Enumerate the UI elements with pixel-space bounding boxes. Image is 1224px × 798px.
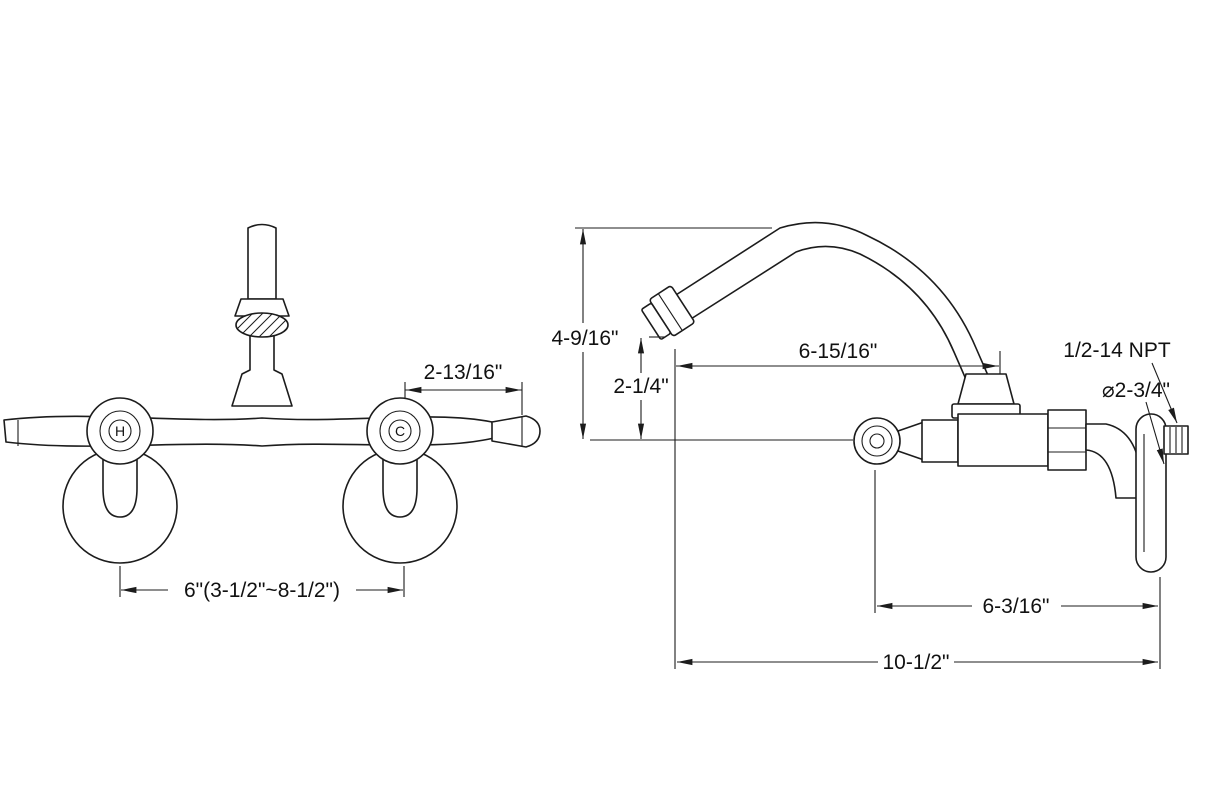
callout-flange-diameter: ⌀2-3/4" bbox=[1102, 379, 1170, 465]
cold-handle-hub: C bbox=[366, 397, 434, 465]
cold-handle-label: C bbox=[395, 423, 405, 439]
dim-height-label: 4-9/16" bbox=[552, 327, 619, 350]
dim-spout-reach: 6-15/16" bbox=[676, 340, 1001, 374]
dim-handle-width: 2-13/16" bbox=[404, 361, 523, 415]
dim-body-projection-label: 6-3/16" bbox=[983, 595, 1050, 618]
hot-handle-hub: H bbox=[86, 397, 154, 465]
valve-body bbox=[957, 413, 1049, 467]
front-view: H C 2-13/16" 6"(3-1/2"~8-1/2") bbox=[3, 223, 541, 602]
dim-overall-projection: 10-1/2" bbox=[677, 651, 1158, 674]
hex-nut bbox=[1047, 409, 1087, 471]
flange-diameter-label: ⌀2-3/4" bbox=[1102, 379, 1170, 402]
callout-thread: 1/2-14 NPT bbox=[1063, 339, 1178, 424]
cartridge-housing bbox=[921, 419, 959, 463]
supply-drop-right bbox=[382, 445, 418, 518]
dim-center-spread: 6"(3-1/2"~8-1/2") bbox=[119, 566, 405, 602]
spout-riser-tube bbox=[247, 223, 277, 300]
dim-spout-reach-label: 6-15/16" bbox=[799, 340, 878, 363]
spout-connector bbox=[957, 373, 1015, 405]
handle-side bbox=[853, 417, 901, 465]
lever-tip-right bbox=[491, 415, 541, 448]
dim-overall-projection-label: 10-1/2" bbox=[883, 651, 950, 674]
aerator-side bbox=[641, 285, 695, 340]
spout-base-front bbox=[231, 333, 293, 407]
thread-spec-label: 1/2-14 NPT bbox=[1063, 339, 1171, 362]
dim-center-spread-label: 6"(3-1/2"~8-1/2") bbox=[184, 579, 340, 602]
handle-neck bbox=[897, 421, 925, 461]
dim-body-projection: 6-3/16" bbox=[877, 595, 1158, 618]
dim-handle-width-label: 2-13/16" bbox=[424, 361, 503, 384]
dim-spout-rise-label: 2-1/4" bbox=[613, 375, 668, 398]
wall-flange bbox=[1135, 413, 1167, 573]
hot-handle-label: H bbox=[115, 423, 125, 439]
dim-spout-rise: 2-1/4" bbox=[613, 336, 669, 439]
dim-height: 4-9/16" bbox=[552, 227, 772, 439]
spout-coupling-nut bbox=[234, 298, 290, 317]
supply-drop-left bbox=[102, 445, 138, 518]
side-view: 4-9/16" 2-1/4" 6-15/16" 1/2-14 NPT ⌀2-3/… bbox=[552, 221, 1189, 674]
mount-arm bbox=[1085, 423, 1141, 499]
